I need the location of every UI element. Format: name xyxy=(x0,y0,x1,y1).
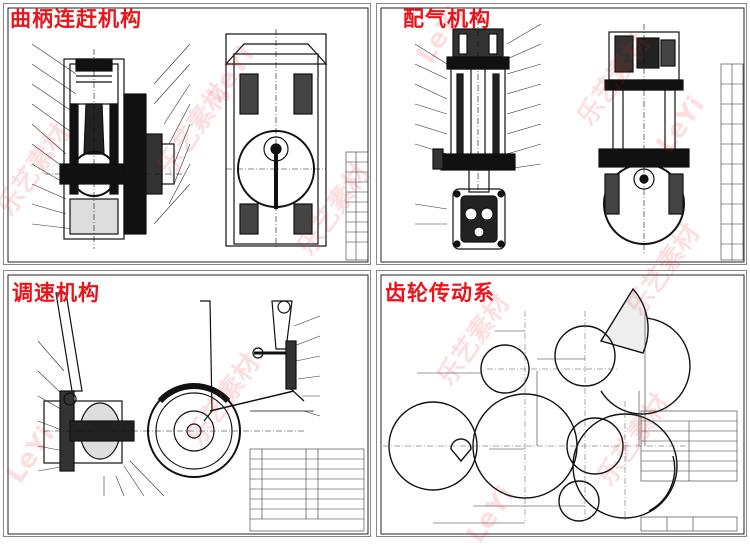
panel-valve-train: 配气机构 xyxy=(376,3,747,265)
panel-gear-train: 齿轮传动系 xyxy=(376,270,747,537)
valve-drawing xyxy=(380,7,745,263)
crank-drawing xyxy=(7,7,369,263)
panel-title: 配气机构 xyxy=(403,7,491,31)
panel-title: 调速机构 xyxy=(12,281,100,305)
governor-drawing xyxy=(7,274,369,535)
panel-governor: 调速机构 xyxy=(3,270,371,537)
panel-title: 曲柄连赶机构 xyxy=(10,7,142,31)
gear-drawing xyxy=(380,274,745,535)
panel-title: 齿轮传动系 xyxy=(385,281,495,305)
panel-crank-connecting-rod: 曲柄连赶机构 xyxy=(3,3,371,265)
